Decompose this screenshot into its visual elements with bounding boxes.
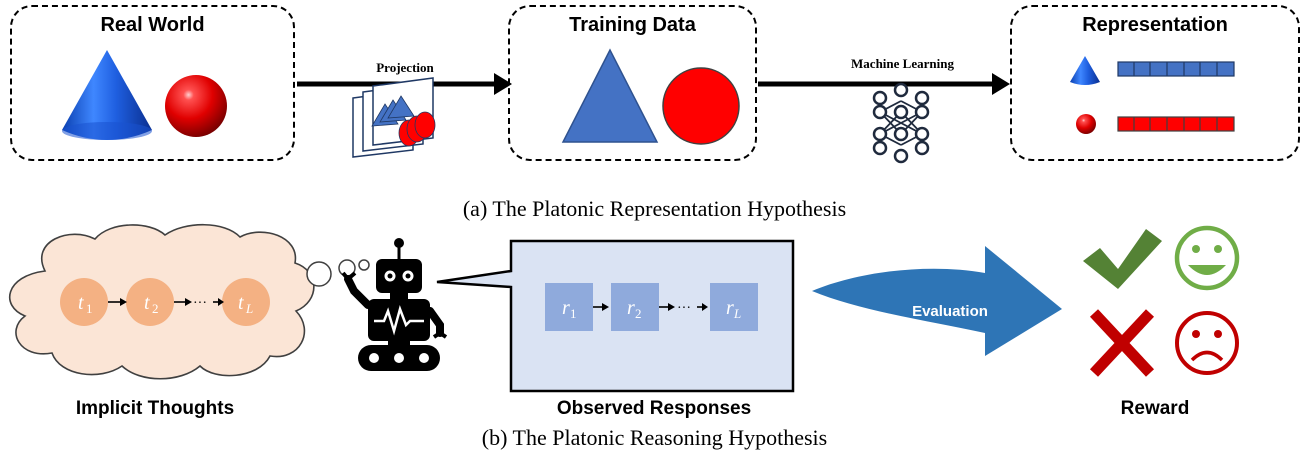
thought-bubble-small xyxy=(358,259,370,271)
small-sphere-icon xyxy=(1076,114,1096,134)
blue-embedding-bar xyxy=(1117,61,1235,77)
thought-node-ellipsis: ··· xyxy=(193,296,207,311)
svg-text:2: 2 xyxy=(635,306,642,321)
svg-text:1: 1 xyxy=(570,306,577,321)
triangle-icon xyxy=(561,48,659,143)
machine-learning-label: Machine Learning xyxy=(851,56,954,71)
cross-icon xyxy=(1089,309,1155,377)
frown-face-icon xyxy=(1175,311,1239,375)
thought-node-1 xyxy=(60,278,108,326)
smiley-face-icon xyxy=(1174,225,1240,291)
response-node-2 xyxy=(611,283,659,331)
sphere-icon xyxy=(165,75,227,137)
caption-a: (a) The Platonic Representation Hypothes… xyxy=(462,196,847,221)
red-embedding-bar xyxy=(1117,116,1235,132)
svg-text:2: 2 xyxy=(152,301,159,316)
response-node-ellipsis: ··· xyxy=(677,301,691,316)
response-node-L-label: r xyxy=(726,297,734,319)
implicit-thoughts-label: Implicit Thoughts xyxy=(75,398,235,419)
svg-text:1: 1 xyxy=(86,301,93,316)
neural-network-icon xyxy=(872,82,930,164)
projection-label: Projection xyxy=(376,60,434,75)
representation-title: Representation xyxy=(1082,14,1228,36)
response-node-1-label: r xyxy=(562,297,570,319)
thought-node-2-label: t xyxy=(144,292,150,314)
small-cone-icon xyxy=(1070,56,1100,85)
response-node-2-label: r xyxy=(627,297,635,319)
response-node-L xyxy=(710,283,758,331)
thought-bubble-large xyxy=(306,261,332,287)
real-world-box xyxy=(10,5,295,161)
evaluation-label: Evaluation xyxy=(912,303,988,320)
cone-icon xyxy=(62,50,152,140)
projection-frames-icon xyxy=(352,77,436,158)
svg-text:L: L xyxy=(245,301,253,316)
thought-node-L-label: t xyxy=(238,292,244,314)
reward-label: Reward xyxy=(1120,398,1190,419)
robot-icon xyxy=(341,238,448,371)
panel-a-graphics xyxy=(62,48,1235,164)
representation-box xyxy=(1010,5,1300,161)
check-icon xyxy=(1083,229,1162,289)
svg-text:L: L xyxy=(733,306,741,321)
evaluation-arrow xyxy=(812,246,1062,356)
thought-node-2 xyxy=(126,278,174,326)
circle-icon xyxy=(662,67,740,145)
training-data-title: Training Data xyxy=(569,14,696,36)
caption-b: (b) The Platonic Reasoning Hypothesis xyxy=(481,425,828,450)
response-node-1 xyxy=(545,283,593,331)
real-world-title: Real World xyxy=(100,14,205,36)
thought-node-1-label: t xyxy=(78,292,84,314)
observed-responses-label: Observed Responses xyxy=(556,398,752,419)
thought-node-L xyxy=(222,278,270,326)
